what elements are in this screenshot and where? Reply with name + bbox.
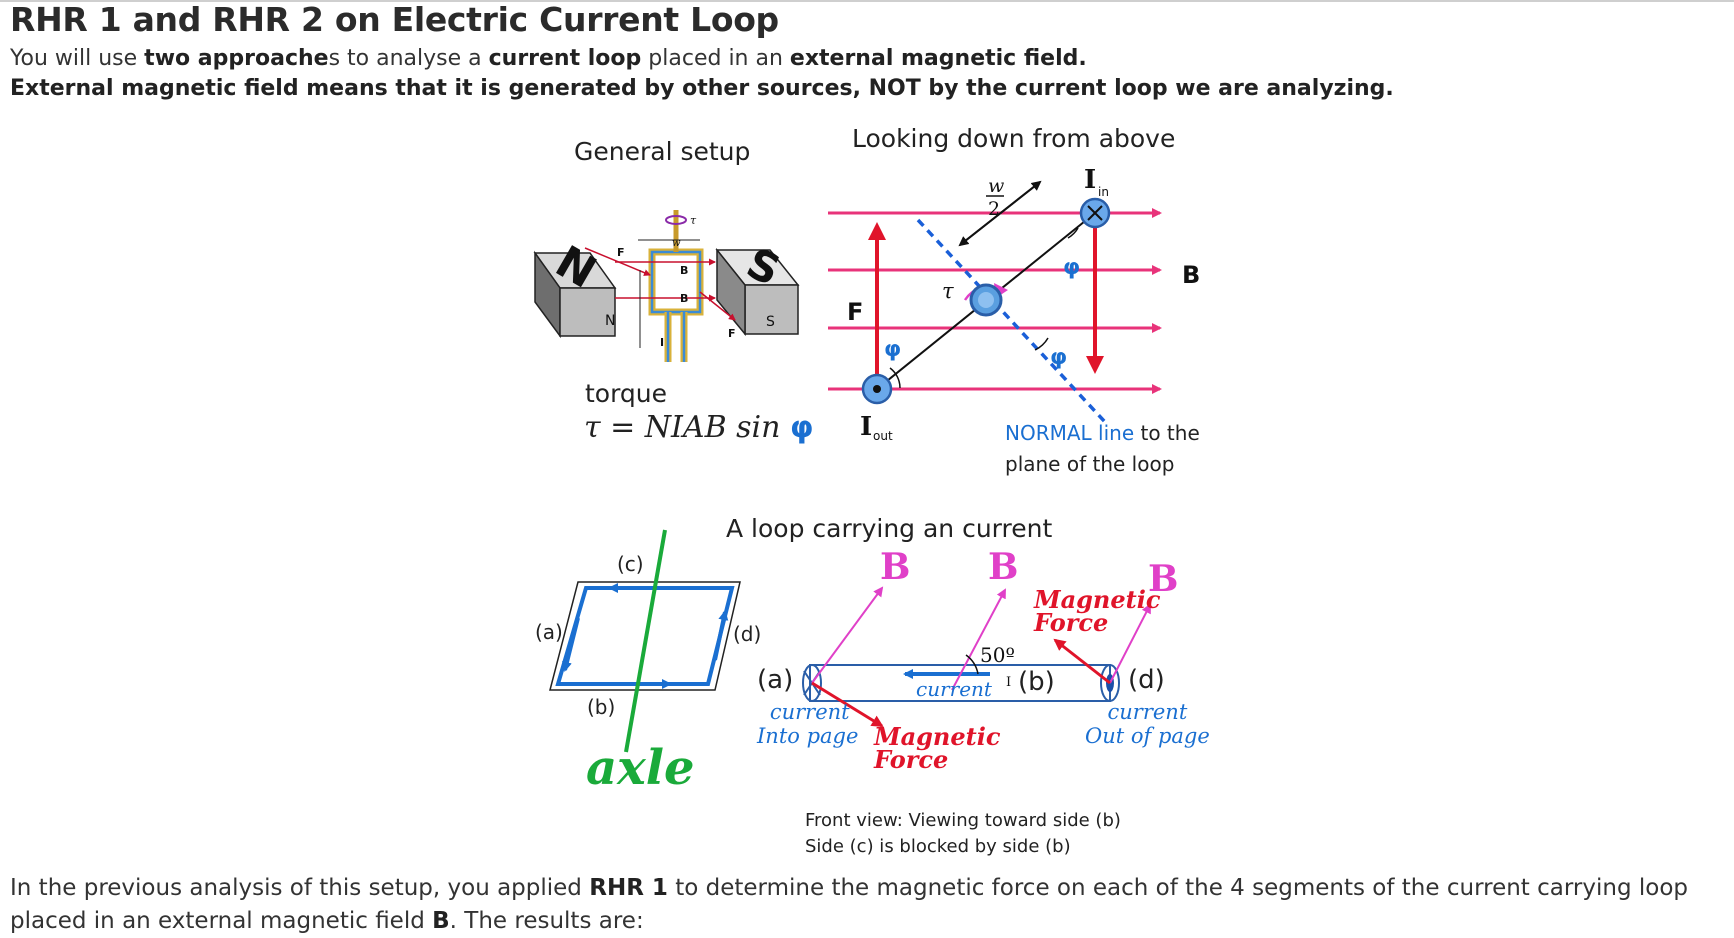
svg-text:w: w — [672, 238, 681, 249]
label-b-front: (b) — [1018, 667, 1055, 697]
svg-text:I: I — [1084, 165, 1096, 195]
loop-heading: A loop carrying an current — [726, 514, 1053, 543]
label-b-left: (b) — [587, 695, 616, 719]
general-setup-caption: General setup — [574, 137, 751, 166]
front-view-caption-1: Front view: Viewing toward side (b) — [805, 810, 1121, 831]
axle-label: axle — [586, 740, 695, 796]
torque-formula: τ = NIAB sin φ — [584, 410, 814, 445]
label-d-front: (d) — [1128, 665, 1165, 695]
torque-label: torque — [585, 379, 668, 408]
svg-text:S: S — [766, 314, 775, 330]
magnet-setup-illustration: N S F F B B N S w I τ — [533, 210, 800, 362]
svg-text:I: I — [660, 336, 664, 349]
intro-line-2: External magnetic field means that it is… — [10, 76, 1394, 101]
svg-text:τ: τ — [942, 279, 954, 303]
svg-text:out: out — [873, 429, 893, 443]
front-view-caption-2: Side (c) is blocked by side (b) — [805, 836, 1071, 857]
normal-line-caption-1: NORMAL line to the — [1005, 421, 1200, 445]
intro-line-1: You will use two approaches to analyse a… — [10, 46, 1087, 71]
svg-text:w: w — [988, 175, 1004, 197]
b-field-label-2: B — [988, 546, 1019, 588]
svg-text:τ: τ — [690, 214, 697, 227]
label-a-front: (a) — [757, 665, 794, 695]
svg-text:F: F — [617, 246, 625, 259]
current-i-label: I — [1006, 675, 1012, 690]
svg-text:2: 2 — [988, 198, 1000, 220]
page-title: RHR 1 and RHR 2 on Electric Current Loop — [10, 0, 779, 39]
svg-text:N: N — [605, 313, 615, 329]
label-c: (c) — [617, 552, 644, 576]
svg-text:B: B — [680, 292, 688, 305]
svg-text:I: I — [860, 412, 872, 442]
looking-down-caption: Looking down from above — [852, 124, 1176, 153]
normal-line-caption-2: plane of the loop — [1005, 452, 1175, 476]
angle-label: 50º — [980, 643, 1015, 667]
svg-text:B: B — [680, 264, 688, 277]
svg-text:φ: φ — [1063, 255, 1080, 280]
top-view-diagram: I in I out w 2 τ φ φ φ B F — [828, 165, 1200, 443]
front-view-diagram — [802, 586, 1151, 728]
loop-axle-illustration — [549, 529, 741, 753]
svg-text:φ: φ — [884, 337, 901, 362]
svg-text:F: F — [728, 327, 736, 340]
svg-text:in: in — [1098, 185, 1109, 199]
svg-text:φ: φ — [1050, 345, 1067, 370]
top-rule — [0, 0, 1734, 2]
current-label: current — [916, 677, 992, 701]
svg-text:F: F — [847, 298, 863, 326]
b-field-label-3: B — [1148, 558, 1179, 600]
svg-text:B: B — [1182, 261, 1200, 289]
label-d-left: (d) — [733, 622, 762, 646]
b-field-label-1: B — [880, 546, 911, 588]
bottom-paragraph: In the previous analysis of this setup, … — [10, 875, 1688, 934]
label-a-left: (a) — [535, 620, 563, 644]
